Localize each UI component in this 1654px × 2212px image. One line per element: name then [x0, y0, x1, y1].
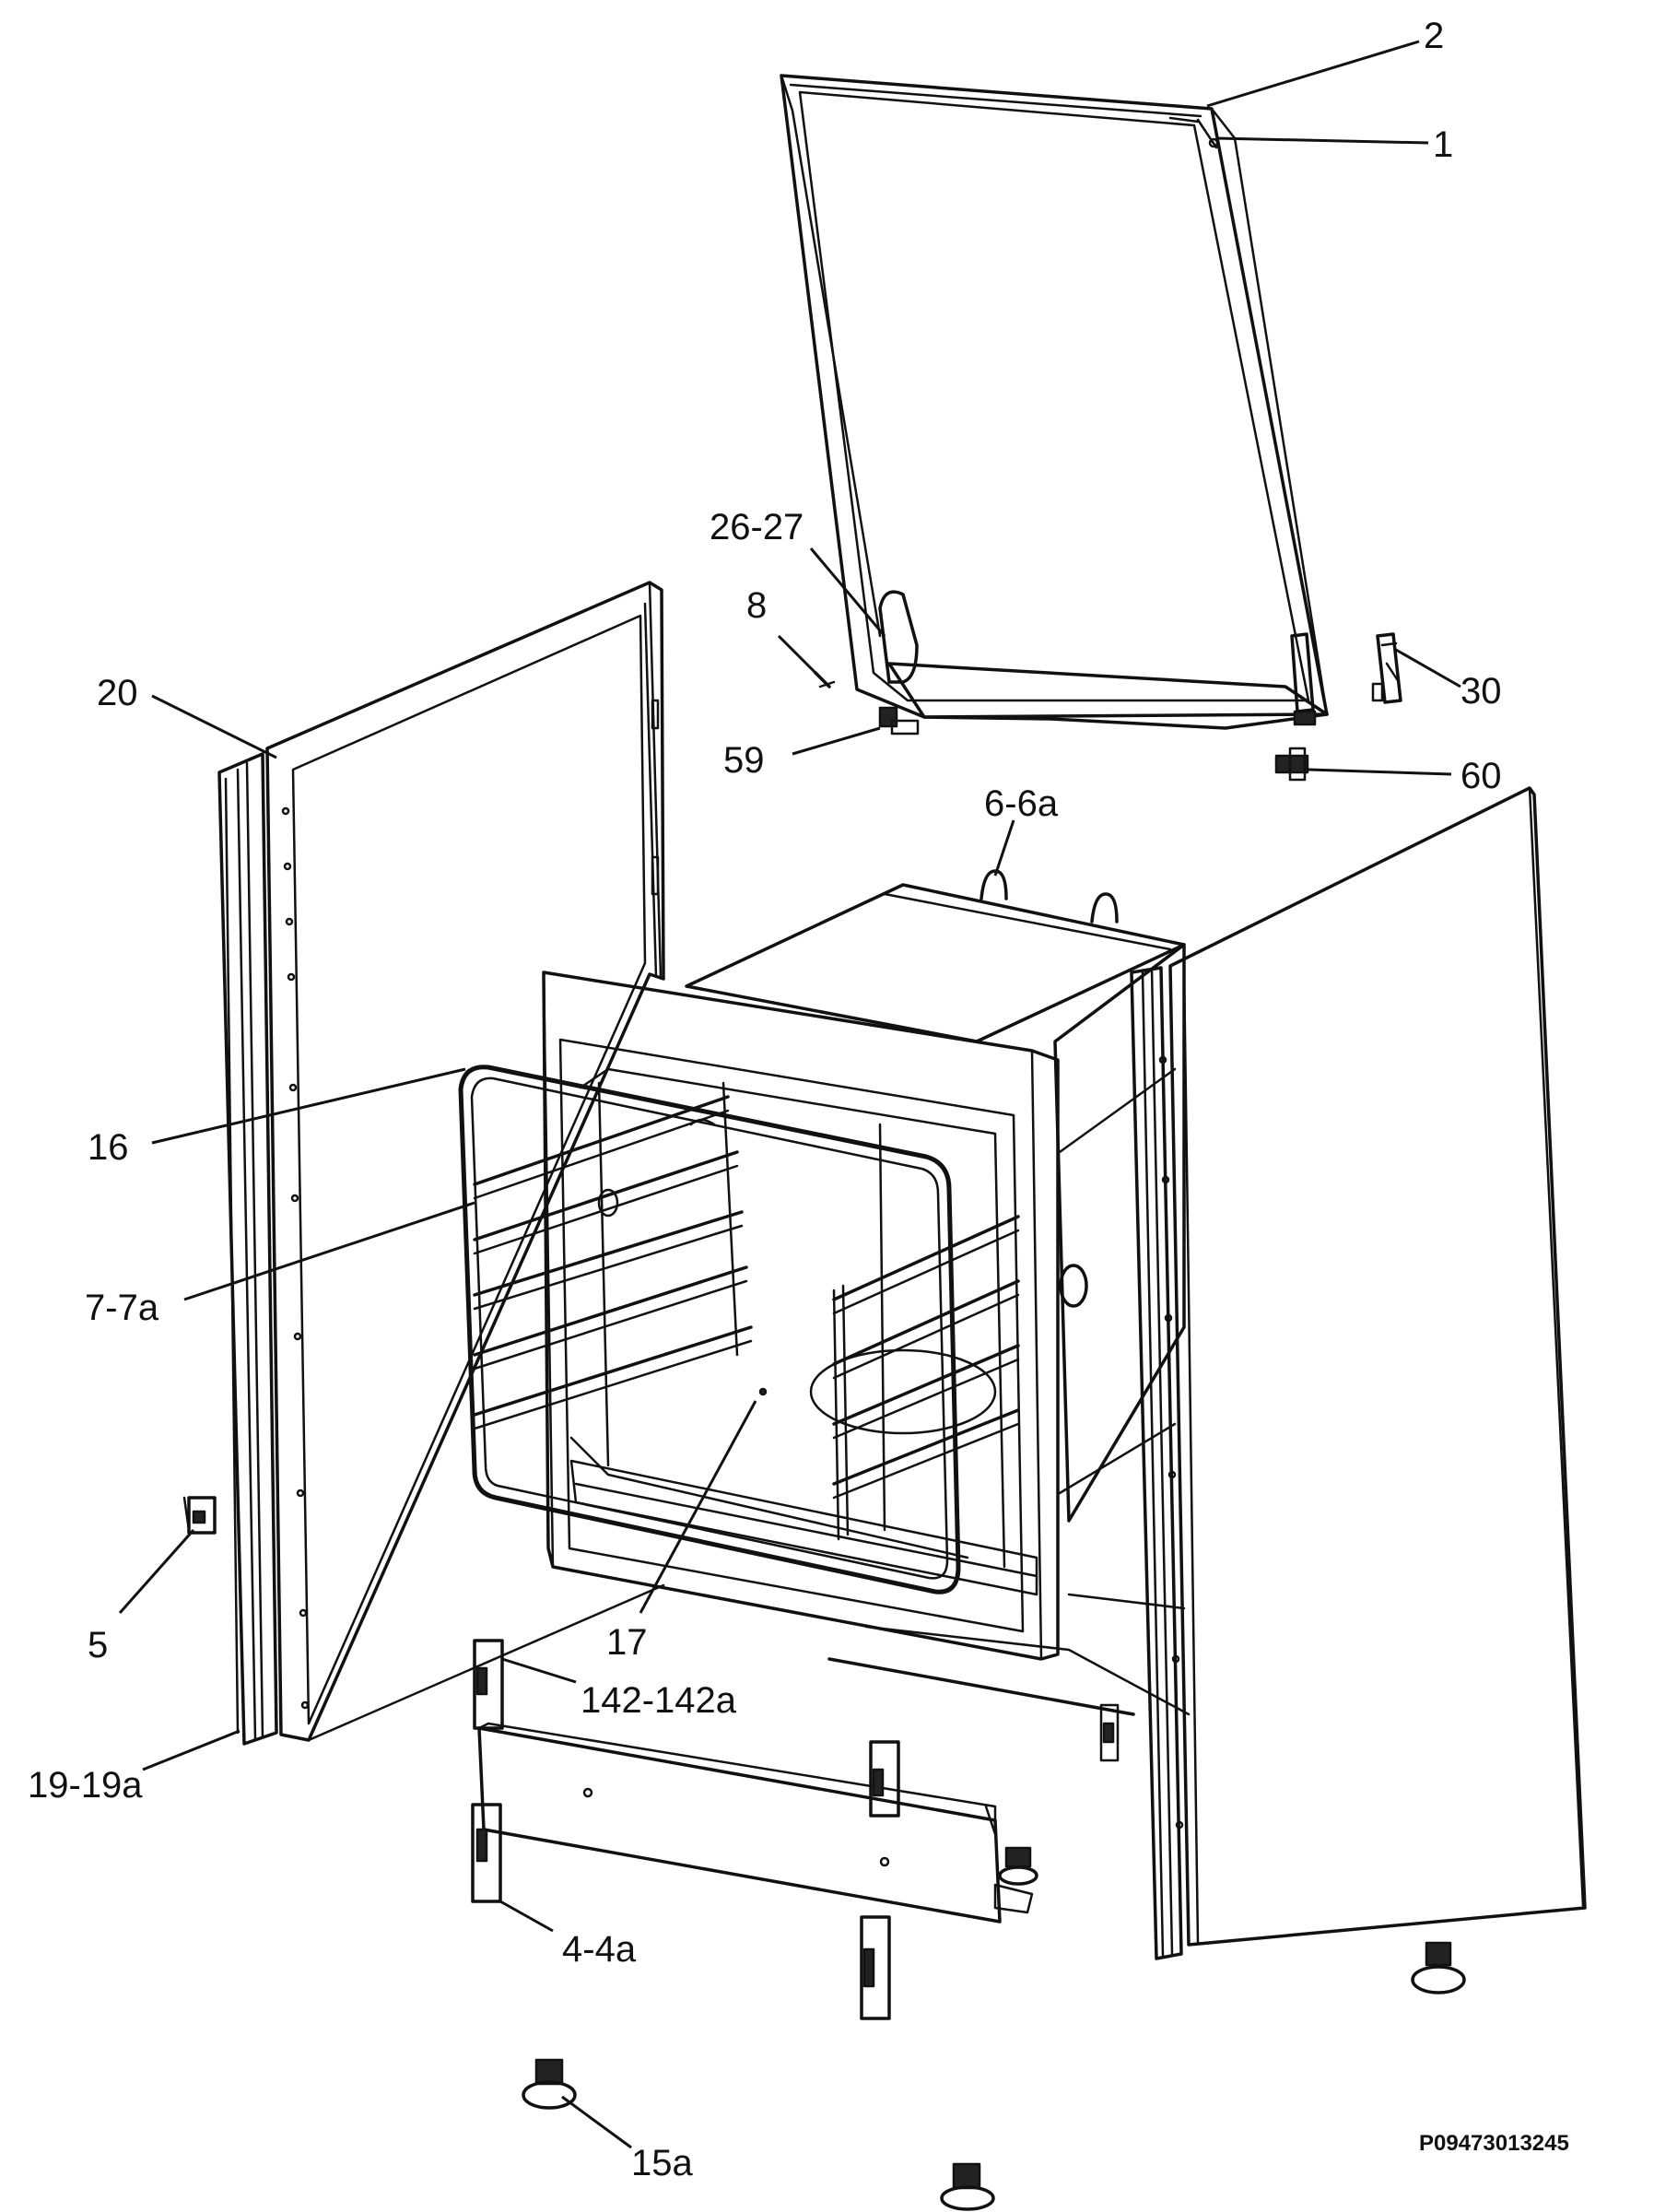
callout-6-6a: 6-6a: [984, 783, 1059, 824]
oven-front-frame: [542, 971, 1060, 1661]
callout-labels: 2 1 26-27 8 30 20 59 60 6-6a 16 7-7a 5 1…: [28, 16, 1502, 2183]
worktop-frame: [780, 74, 1329, 782]
left-side-panel: [217, 581, 665, 1746]
callout-16: 16: [88, 1127, 129, 1168]
callout-1: 1: [1433, 124, 1453, 165]
shelf-support-left: [473, 1081, 753, 1430]
callout-5: 5: [88, 1625, 108, 1665]
callout-2: 2: [1424, 16, 1444, 56]
callout-4-4a: 4-4a: [562, 1929, 637, 1970]
leader-lines: [118, 40, 1461, 2149]
drawing-code: P09473013245: [1419, 2131, 1569, 2156]
callout-60: 60: [1460, 756, 1502, 796]
adjustable-feet: [522, 1846, 1466, 2211]
callout-17: 17: [606, 1622, 648, 1663]
callout-26-27: 26-27: [710, 507, 804, 547]
bracket-part-30: [1371, 632, 1402, 704]
plinth-panel: [471, 1639, 1034, 2020]
callout-142-142a: 142-142a: [581, 1680, 737, 1721]
callout-59: 59: [723, 740, 765, 781]
callout-20: 20: [97, 673, 138, 713]
callout-7-7a: 7-7a: [85, 1288, 159, 1328]
callout-8: 8: [746, 585, 767, 626]
callout-19-19a: 19-19a: [28, 1765, 143, 1806]
callout-15a: 15a: [631, 2143, 693, 2183]
oven-cavity: [685, 869, 1191, 1716]
right-side-panel: [827, 786, 1587, 1960]
door-seal: [458, 1065, 961, 1594]
callout-30: 30: [1460, 671, 1502, 712]
clip-part-5: [182, 1496, 217, 1535]
shelf-support-right: [832, 1215, 1020, 1541]
